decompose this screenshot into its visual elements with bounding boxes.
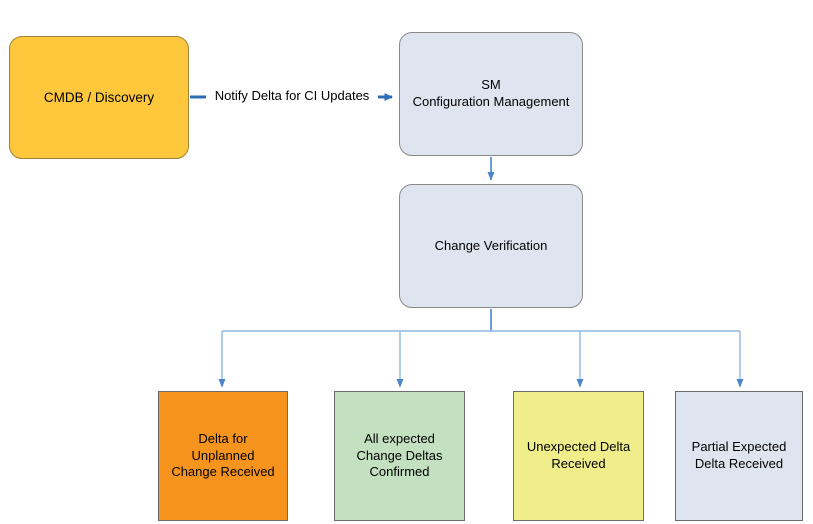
node-unexpected-delta-received[interactable]: Unexpected Delta Received <box>513 391 644 521</box>
edge-label-notify-delta-for-ci-updates: Notify Delta for CI Updates <box>206 88 378 103</box>
node-delta-for-unplanned-change-received[interactable]: Delta for Unplanned Change Received <box>158 391 288 521</box>
node-sm-configuration-management[interactable]: SM Configuration Management <box>399 32 583 156</box>
node-change-verification[interactable]: Change Verification <box>399 184 583 308</box>
node-partial-expected-delta-received[interactable]: Partial Expected Delta Received <box>675 391 803 521</box>
node-cmdb-discovery[interactable]: CMDB / Discovery <box>9 36 189 159</box>
node-all-expected-change-deltas-confirmed[interactable]: All expected Change Deltas Confirmed <box>334 391 465 521</box>
